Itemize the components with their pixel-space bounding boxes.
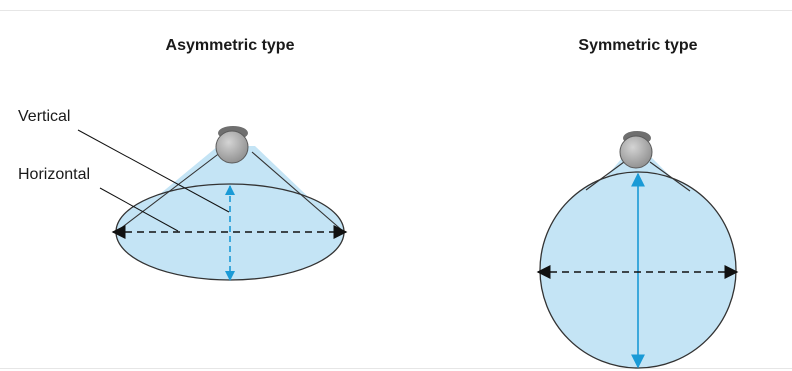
symmetric-lamp (619, 135, 653, 169)
symmetric-beam-edge-right (649, 161, 691, 192)
horizontal-label: Horizontal (18, 166, 91, 183)
asymmetric-lamp (215, 130, 249, 164)
vertical-leader-line (77, 129, 230, 213)
asymmetric-beam-edge-left (115, 151, 222, 233)
symmetric-beam-edge-left (585, 161, 625, 191)
bottom-border (0, 368, 792, 369)
top-border (0, 10, 792, 11)
asymmetric-beam (111, 126, 348, 281)
asymmetric-title: Asymmetric type (165, 37, 295, 54)
symmetric-title: Symmetric type (578, 37, 698, 54)
symmetric-beam (536, 131, 739, 369)
horizontal-leader-line (99, 187, 179, 232)
asymmetric-beam-edge-right (251, 151, 345, 233)
vertical-label: Vertical (18, 108, 71, 125)
